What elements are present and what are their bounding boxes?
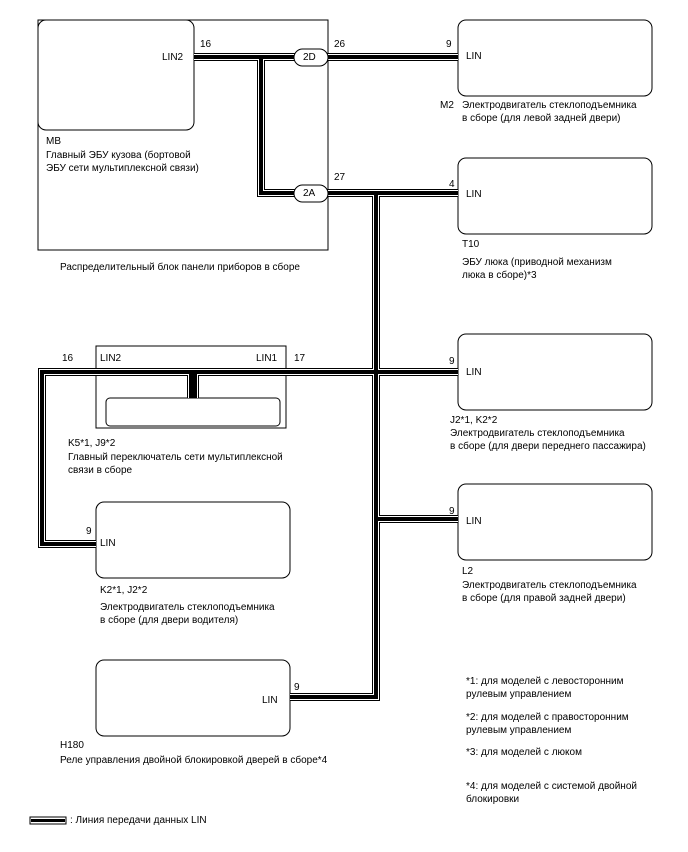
front-passenger-window-motor-box	[457, 333, 653, 411]
connector-2d-label: 2D	[303, 52, 316, 63]
k5-code: K5*1, J9*2	[68, 438, 116, 449]
connector-2d	[293, 48, 329, 67]
k5-pin-16: 16	[62, 353, 74, 364]
m2-lin-label: LIN	[466, 51, 482, 62]
h180-code: H180	[60, 740, 84, 751]
rear-right-window-motor-box	[457, 483, 653, 561]
driver-window-motor-box	[95, 501, 291, 579]
l2-pin: 9	[449, 506, 455, 517]
j2-line1: Электродвигатель стеклоподъемника	[450, 428, 625, 439]
k5-line2: связи в сборе	[68, 465, 133, 476]
sunroof-ecu-box	[457, 157, 653, 235]
main-body-ecu-box	[37, 19, 195, 131]
pin-27: 27	[334, 172, 346, 183]
k5-lin2-label: LIN2	[100, 353, 122, 364]
t10-pin: 4	[449, 179, 455, 190]
l2-line1: Электродвигатель стеклоподъемника	[462, 580, 637, 591]
note-4-line2: блокировки	[466, 794, 520, 805]
note-1-line1: *1: для моделей с левосторонним	[466, 676, 624, 687]
legend-line-core	[31, 819, 65, 822]
t10-code: T10	[462, 239, 480, 250]
t10-line1: ЭБУ люка (приводной механизм	[462, 257, 612, 268]
mb-pin-16: 16	[200, 39, 212, 50]
double-lock-relay-box	[95, 659, 291, 737]
master-switch-outline	[95, 345, 287, 429]
k5-pin-17: 17	[294, 353, 306, 364]
k2-line2: в сборе (для двери водителя)	[100, 615, 239, 626]
j2-lin-label: LIN	[466, 367, 482, 378]
k2-line1: Электродвигатель стеклоподъемника	[100, 602, 275, 613]
master-switch-inner-box	[105, 397, 281, 427]
l2-lin-label: LIN	[466, 516, 482, 527]
connector-2a-label: 2A	[303, 188, 316, 199]
m2-line1: Электродвигатель стеклоподъемника	[462, 100, 637, 111]
m2-pin: 9	[446, 39, 452, 50]
h180-line1: Реле управления двойной блокировкой двер…	[60, 755, 328, 766]
mb-lin2-label: LIN2	[162, 52, 184, 63]
l2-line2: в сборе (для правой задней двери)	[462, 593, 626, 604]
t10-line2: люка в сборе)*3	[462, 270, 537, 281]
k2-pin: 9	[86, 526, 92, 537]
note-3-line1: *3: для моделей с люком	[466, 747, 582, 758]
mb-code: MB	[46, 136, 61, 147]
k2-code: K2*1, J2*2	[100, 585, 148, 596]
mb-name-line1: Главный ЭБУ кузова (бортовой	[46, 150, 191, 161]
junction-block-caption: Распределительный блок панели приборов в…	[60, 262, 300, 273]
m2-code: M2	[440, 100, 454, 111]
t10-lin-label: LIN	[466, 189, 482, 200]
note-4-line1: *4: для моделей с системой двойной	[466, 781, 637, 792]
rear-left-window-motor-box	[457, 19, 653, 97]
legend-text: : Линия передачи данных LIN	[70, 815, 207, 826]
mb-name-line2: ЭБУ сети мультиплексной связи)	[46, 163, 199, 174]
h180-pin: 9	[294, 682, 300, 693]
h180-lin-label: LIN	[262, 695, 278, 706]
note-2-line1: *2: для моделей с правосторонним	[466, 712, 629, 723]
m2-line2: в сборе (для левой задней двери)	[462, 113, 621, 124]
note-1-line2: рулевым управлением	[466, 689, 572, 700]
k2-lin-label: LIN	[100, 538, 116, 549]
k5-lin1-label: LIN1	[256, 353, 278, 364]
l2-code: L2	[462, 566, 474, 577]
j2-code: J2*1, K2*2	[450, 415, 498, 426]
note-2-line2: рулевым управлением	[466, 725, 572, 736]
k5-line1: Главный переключатель сети мультиплексно…	[68, 452, 283, 463]
connector-2a	[293, 184, 329, 203]
pin-26: 26	[334, 39, 346, 50]
j2-pin: 9	[449, 356, 455, 367]
j2-line2: в сборе (для двери переднего пассажира)	[450, 441, 646, 452]
